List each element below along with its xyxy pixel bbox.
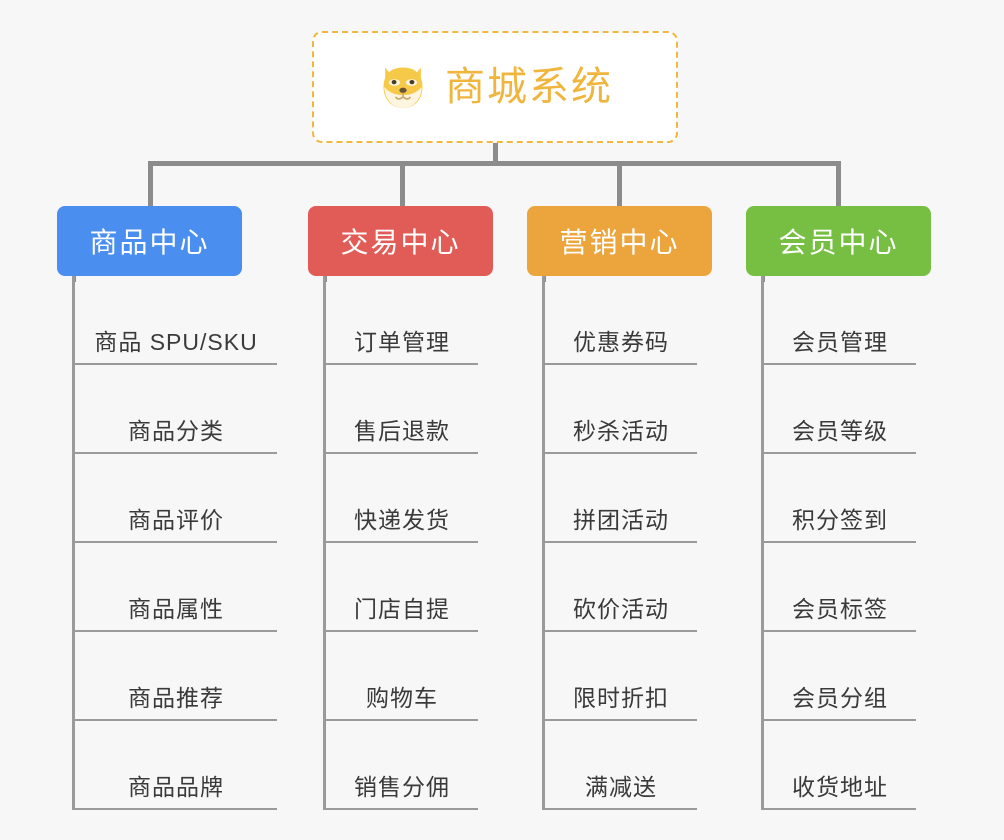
leaf-item[interactable]: 商品属性	[72, 543, 277, 632]
leaf-item[interactable]: 商品品牌	[72, 721, 277, 810]
leaf-column-1: 商品 SPU/SKU 商品分类 商品评价 商品属性 商品推荐 商品品牌	[72, 276, 277, 810]
leaf-item[interactable]: 拼团活动	[542, 454, 697, 543]
leaf-item[interactable]: 购物车	[323, 632, 478, 721]
branch-header-label: 营销中心	[559, 227, 680, 258]
leaf-label: 商品评价	[128, 507, 224, 533]
leaf-item[interactable]: 限时折扣	[542, 632, 697, 721]
shiba-dog-icon	[383, 67, 423, 109]
leaf-item[interactable]: 订单管理	[323, 276, 478, 365]
connector-bus	[148, 161, 840, 166]
leaf-item[interactable]: 积分签到	[761, 454, 916, 543]
branch-header-label: 商品中心	[89, 227, 210, 258]
leaf-item[interactable]: 商品推荐	[72, 632, 277, 721]
leaf-item[interactable]: 门店自提	[323, 543, 478, 632]
leaf-item[interactable]: 快递发货	[323, 454, 478, 543]
branch-header-商品中心[interactable]: 商品中心	[57, 206, 242, 276]
leaf-item[interactable]: 秒杀活动	[542, 365, 697, 454]
leaf-item[interactable]: 商品评价	[72, 454, 277, 543]
leaf-label: 砍价活动	[573, 596, 669, 622]
leaf-label: 优惠券码	[573, 329, 669, 355]
leaf-label: 商品品牌	[128, 774, 224, 800]
leaf-item[interactable]: 商品 SPU/SKU	[72, 276, 277, 365]
leaf-item[interactable]: 收货地址	[761, 721, 916, 810]
leaf-item[interactable]: 满减送	[542, 721, 697, 810]
leaf-label: 订单管理	[354, 329, 450, 355]
leaf-item[interactable]: 售后退款	[323, 365, 478, 454]
branch-header-label: 交易中心	[340, 227, 461, 258]
leaf-label: 限时折扣	[573, 685, 669, 711]
leaf-label: 满减送	[585, 774, 657, 800]
leaf-label: 会员管理	[792, 329, 888, 355]
connector-drop-4	[836, 161, 841, 206]
branch-header-营销中心[interactable]: 营销中心	[527, 206, 712, 276]
leaf-label: 会员分组	[792, 685, 888, 711]
leaf-label: 会员标签	[792, 596, 888, 622]
leaf-item[interactable]: 会员管理	[761, 276, 916, 365]
branch-header-label: 会员中心	[778, 227, 899, 258]
leaf-column-4: 会员管理 会员等级 积分签到 会员标签 会员分组 收货地址	[761, 276, 916, 810]
leaf-item[interactable]: 优惠券码	[542, 276, 697, 365]
leaf-label: 售后退款	[354, 418, 450, 444]
leaf-label: 商品分类	[128, 418, 224, 444]
leaf-column-2: 订单管理 售后退款 快递发货 门店自提 购物车 销售分佣	[323, 276, 478, 810]
branch-header-交易中心[interactable]: 交易中心	[308, 206, 493, 276]
leaf-label: 会员等级	[792, 418, 888, 444]
leaf-item[interactable]: 会员分组	[761, 632, 916, 721]
leaf-item[interactable]: 商品分类	[72, 365, 277, 454]
leaf-label: 商品属性	[128, 596, 224, 622]
leaf-label: 商品 SPU/SKU	[94, 329, 258, 355]
connector-drop-1	[148, 161, 153, 206]
leaf-item[interactable]: 销售分佣	[323, 721, 478, 810]
leaf-label: 拼团活动	[573, 507, 669, 533]
leaf-label: 商品推荐	[128, 685, 224, 711]
leaf-label: 快递发货	[354, 507, 450, 533]
connector-drop-3	[617, 161, 622, 206]
leaf-label: 门店自提	[354, 596, 450, 622]
leaf-label: 购物车	[366, 685, 438, 711]
connector-drop-2	[400, 161, 405, 206]
leaf-item[interactable]: 会员等级	[761, 365, 916, 454]
root-title: 商城系统	[445, 65, 613, 109]
leaf-label: 销售分佣	[354, 774, 450, 800]
connector-root-stem	[493, 143, 498, 165]
branch-header-会员中心[interactable]: 会员中心	[746, 206, 931, 276]
leaf-item[interactable]: 砍价活动	[542, 543, 697, 632]
root-node[interactable]: 商城系统	[312, 31, 678, 143]
leaf-item[interactable]: 会员标签	[761, 543, 916, 632]
leaf-label: 秒杀活动	[573, 418, 669, 444]
leaf-column-3: 优惠券码 秒杀活动 拼团活动 砍价活动 限时折扣 满减送	[542, 276, 697, 810]
leaf-label: 收货地址	[792, 774, 888, 800]
leaf-label: 积分签到	[792, 507, 888, 533]
